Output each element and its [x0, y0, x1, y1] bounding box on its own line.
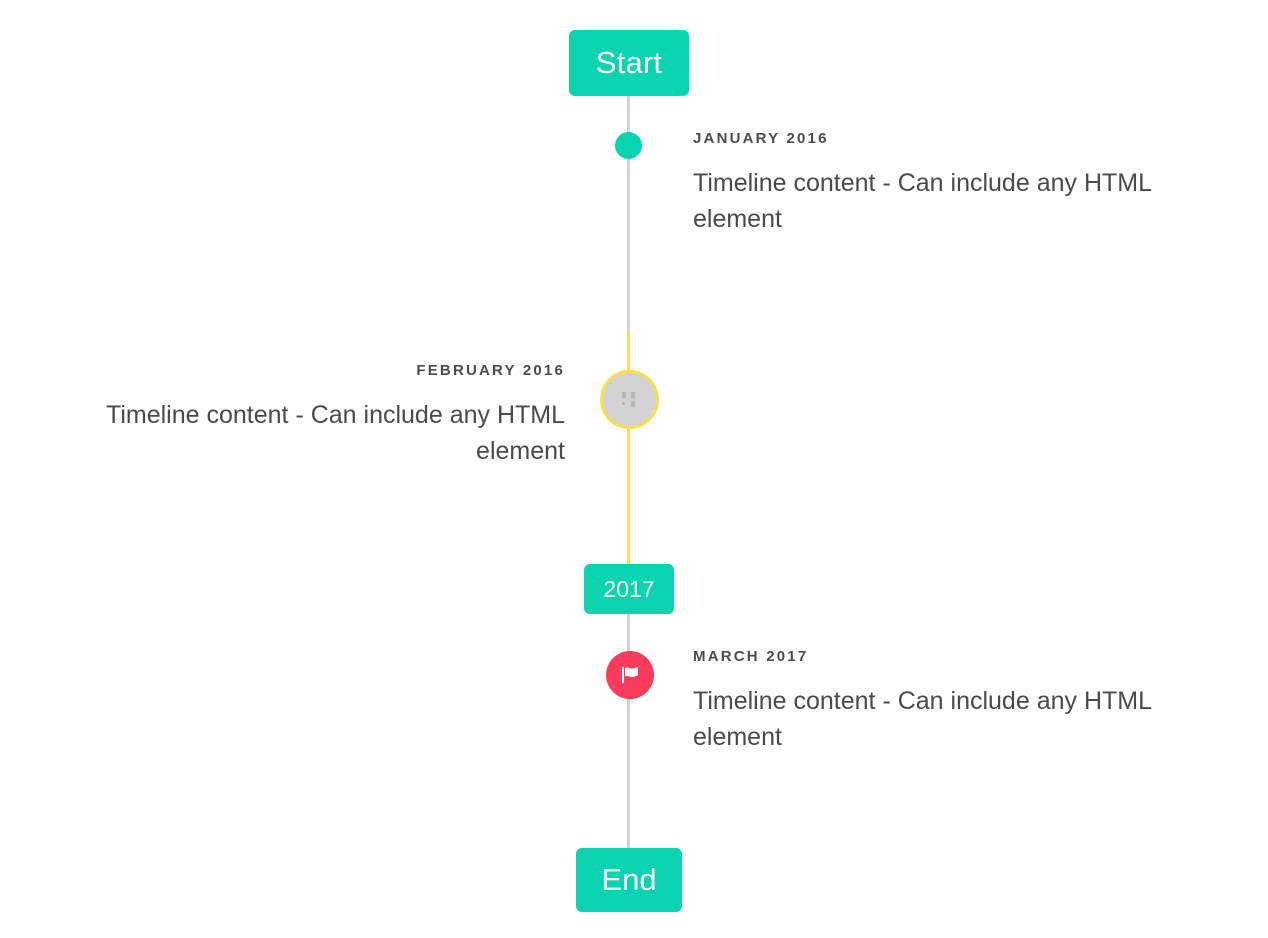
timeline-entry-march: MARCH 2017 Timeline content - Can includ… [693, 648, 1223, 755]
image-placeholder-icon [620, 390, 640, 410]
timeline-entry-february: FEBRUARY 2016 Timeline content - Can inc… [35, 362, 565, 469]
timeline-marker-flag[interactable] [606, 651, 654, 699]
timeline-rail-segment-grey-top [627, 92, 630, 334]
timeline-rail-segment-grey-bottom [627, 612, 630, 852]
timeline-start-badge[interactable]: Start [569, 30, 689, 96]
timeline-entry-date: FEBRUARY 2016 [416, 362, 565, 379]
timeline-entry-body: Timeline content - Can include any HTML … [106, 401, 565, 465]
timeline-year-badge[interactable]: 2017 [584, 564, 674, 614]
flag-icon [619, 664, 641, 686]
timeline-entry-date: MARCH 2017 [693, 648, 809, 665]
timeline-rail-segment-yellow [627, 332, 630, 566]
timeline-entry-january: JANUARY 2016 Timeline content - Can incl… [693, 130, 1223, 237]
timeline-entry-body: Timeline content - Can include any HTML … [693, 687, 1152, 751]
timeline-end-badge[interactable]: End [576, 848, 682, 912]
timeline-entry-date: JANUARY 2016 [693, 130, 829, 147]
timeline-entry-body: Timeline content - Can include any HTML … [693, 169, 1152, 233]
timeline-marker-dot-icon[interactable] [615, 132, 642, 159]
timeline-marker-ring[interactable] [600, 370, 659, 429]
